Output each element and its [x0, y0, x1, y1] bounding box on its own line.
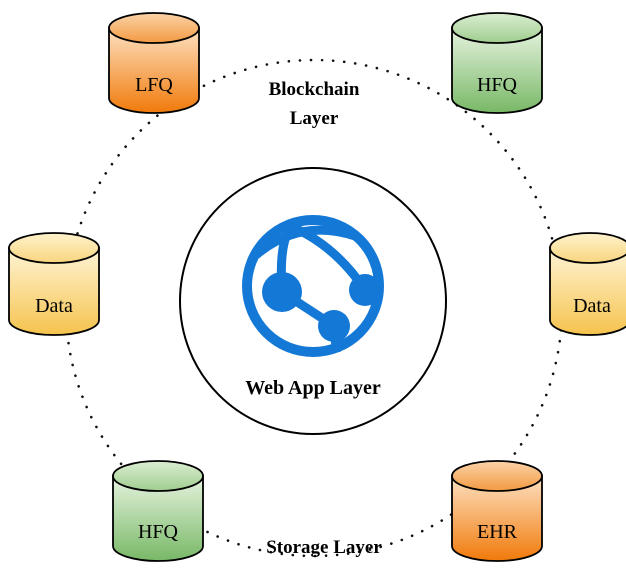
database-data-right: Data [549, 232, 626, 336]
database-hfq-bottom-left: HFQ [112, 460, 204, 562]
blockchain-layer-label-line1: Blockchain [269, 79, 360, 100]
database-ehr-bottom-right: EHR [451, 460, 543, 562]
web-app-globe-icon [242, 215, 384, 357]
web-app-layer-circle [179, 167, 447, 435]
blockchain-layer-label-line2: Layer [290, 108, 339, 129]
database-label: LFQ [135, 74, 173, 96]
storage-layer-label: Storage Layer [266, 537, 382, 558]
database-label: EHR [477, 521, 518, 543]
web-app-layer-label: Web App Layer [245, 377, 381, 399]
database-data-left: Data [8, 232, 100, 336]
database-label: HFQ [477, 74, 518, 96]
database-label: Data [35, 295, 73, 317]
database-label: HFQ [138, 521, 179, 543]
database-lfq-top-left: LFQ [108, 12, 200, 114]
database-hfq-top-right: HFQ [451, 12, 543, 114]
database-label: Data [573, 295, 611, 317]
